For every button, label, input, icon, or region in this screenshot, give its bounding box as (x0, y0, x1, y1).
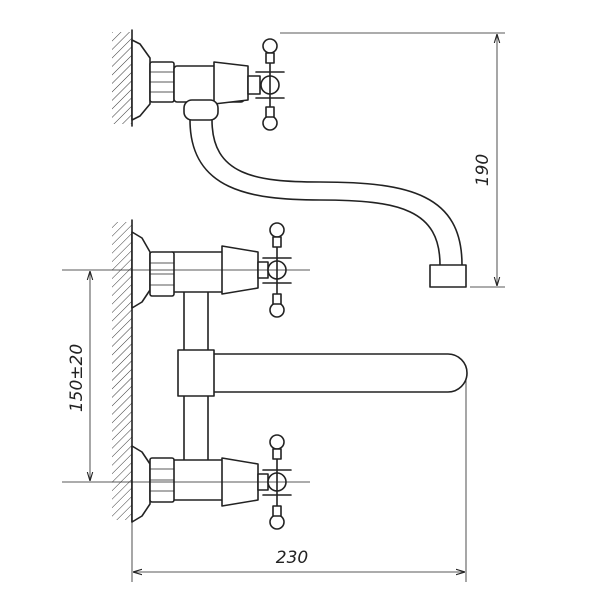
center-lines (62, 269, 310, 483)
dimension-height-label: 190 (473, 154, 493, 186)
front-wall-hatch (112, 222, 132, 520)
top-wall-hatch (112, 32, 132, 124)
dimension-length: 230 (131, 380, 467, 582)
dimension-height: 190 (280, 32, 505, 288)
dimension-center-spacing: 150±20 (67, 271, 90, 481)
dimension-center-spacing-label: 150±20 (67, 344, 87, 412)
dimension-length-label: 230 (276, 548, 308, 568)
top-view (112, 29, 467, 288)
front-view (112, 219, 468, 530)
